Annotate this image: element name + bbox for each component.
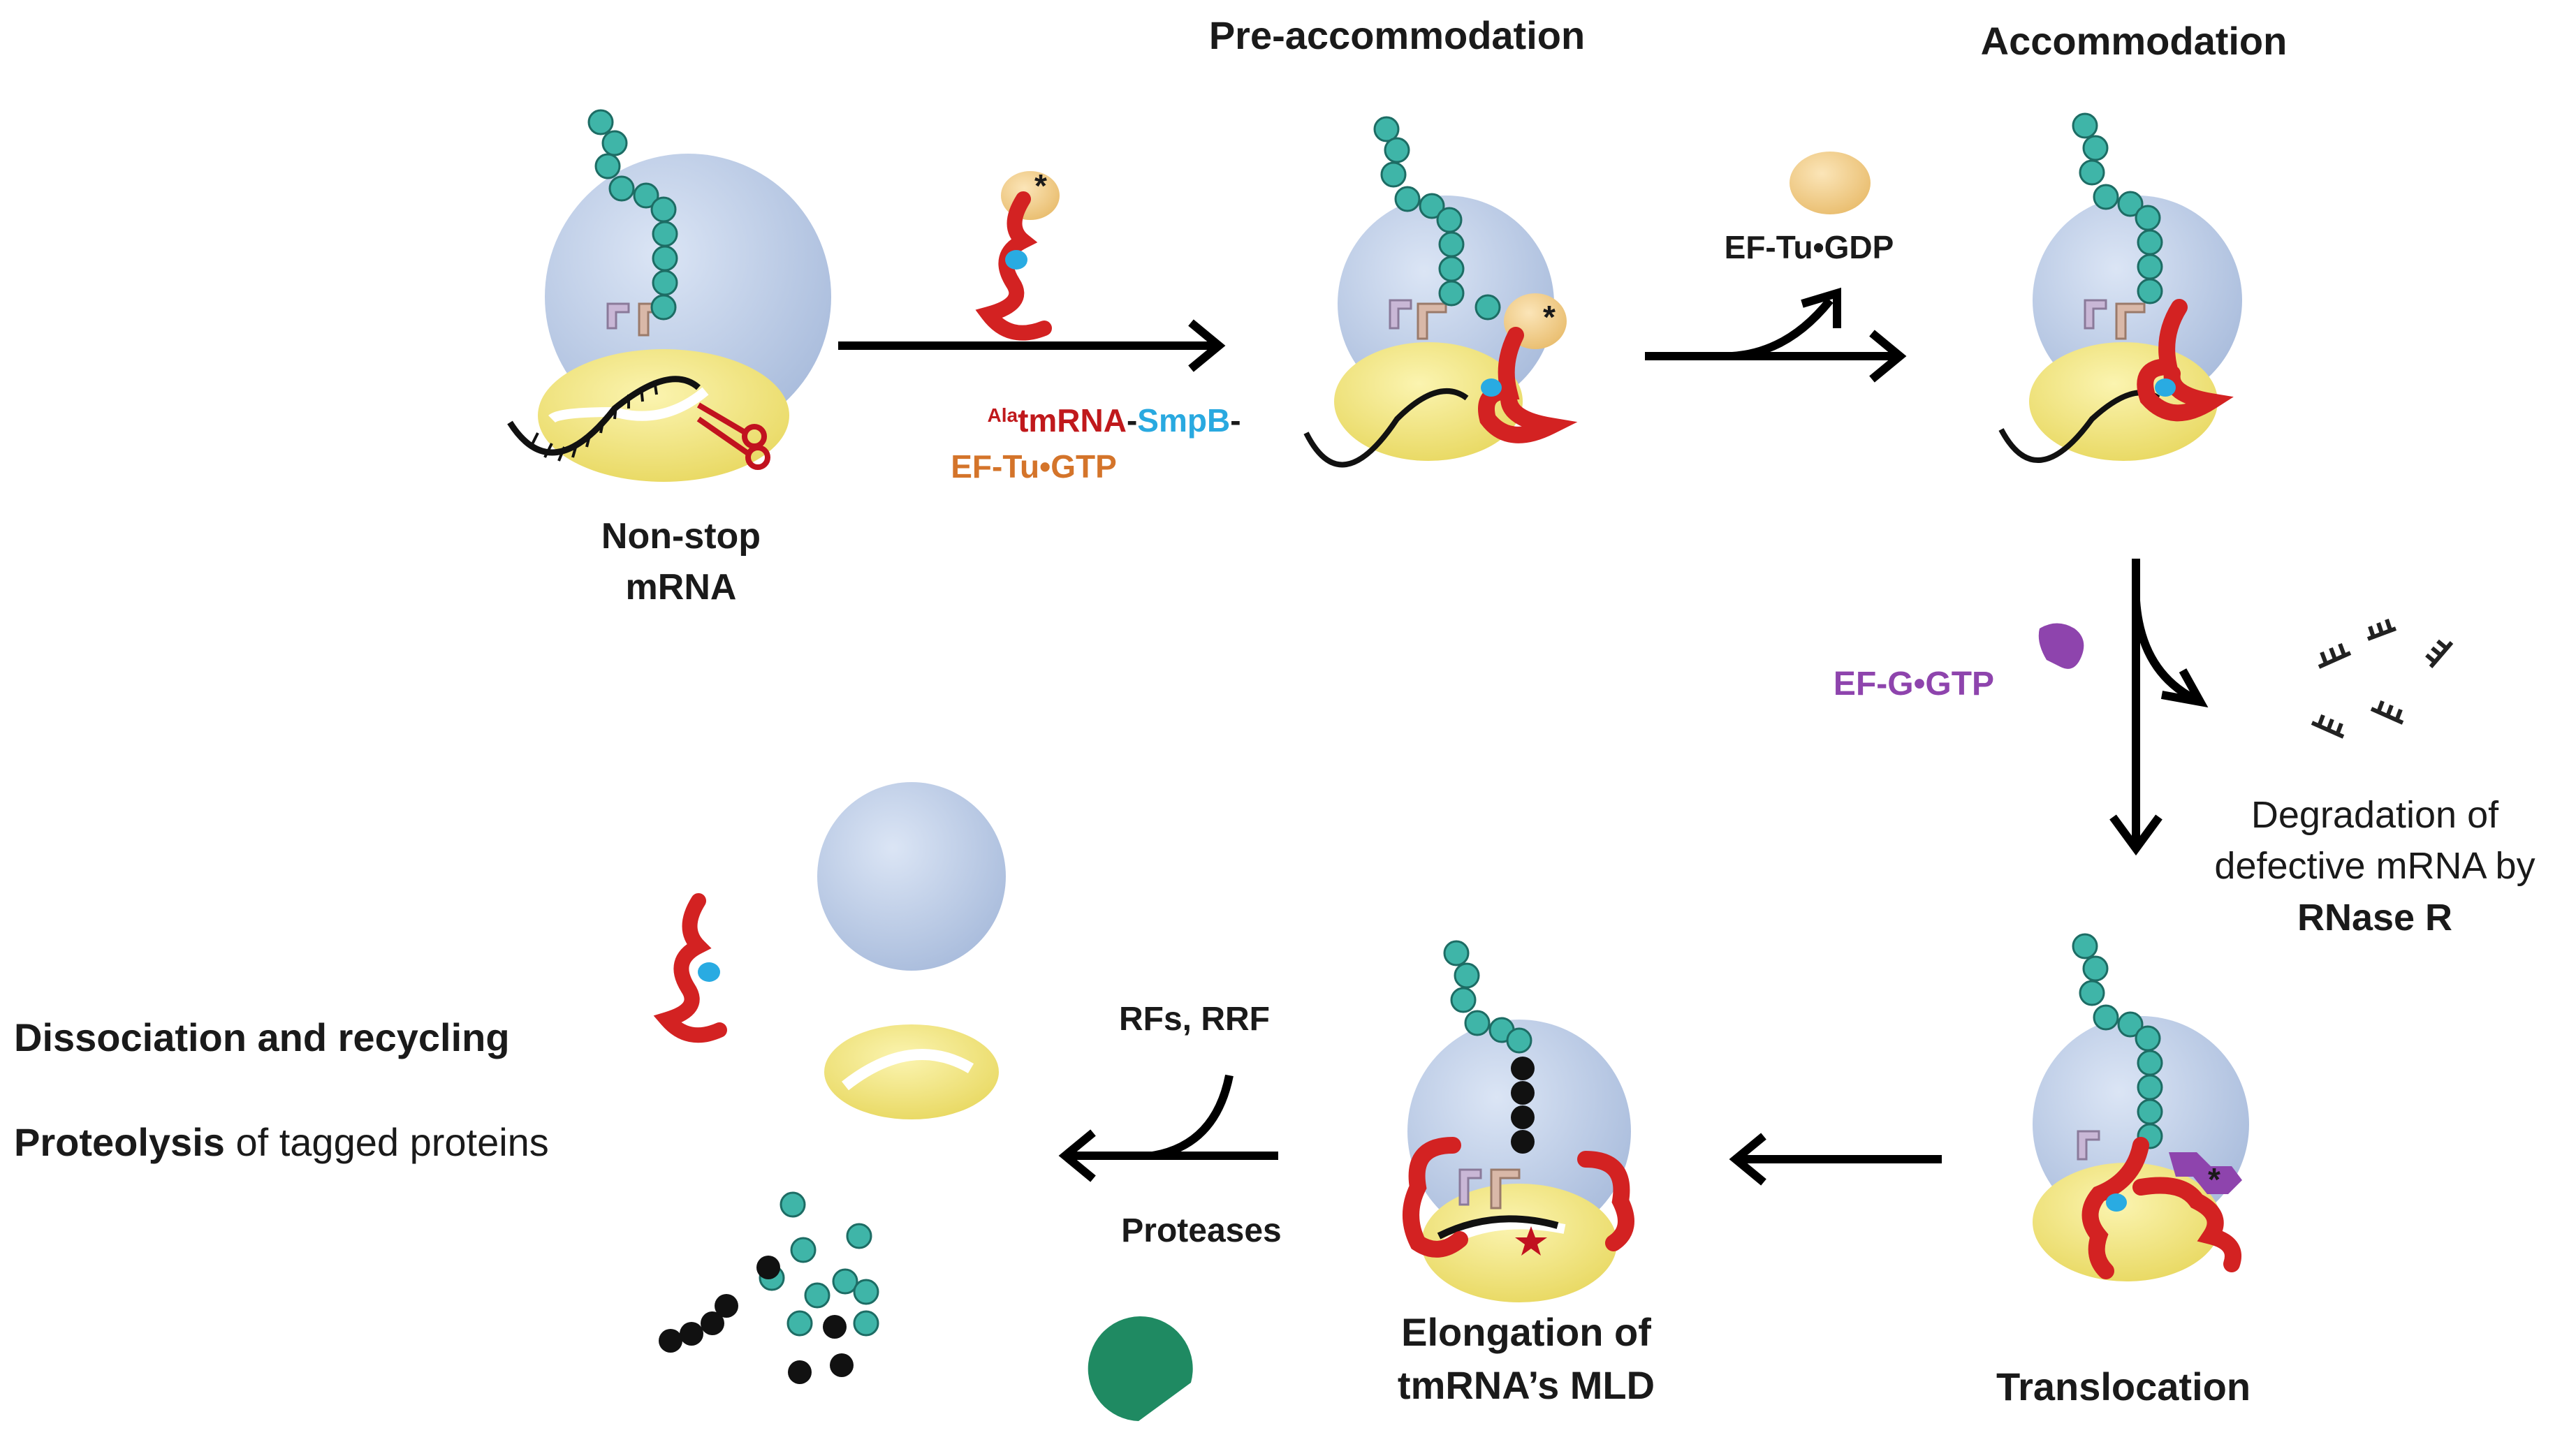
star-icon: [1515, 1226, 1547, 1256]
tmrna-complex-free: *: [975, 168, 1060, 341]
svg-text:*: *: [2208, 1161, 2220, 1198]
eftu-gtp-label: EF-Tu•GTP: [951, 448, 1117, 485]
arrow-branch-eftu: [1732, 297, 1834, 360]
stage-title-translocation: Translocation: [1996, 1365, 2251, 1409]
label-elongation-line2: tmRNA’s MLD: [1398, 1363, 1655, 1407]
free-tmrna-icon: [653, 893, 727, 1043]
stage-title-accommodation: Accommodation: [1981, 19, 2288, 63]
eftu-gdp-label: EF-Tu•GDP: [1725, 229, 1894, 265]
complex-label: AlatmRNA-SmpB-: [987, 402, 1241, 439]
arrow-binding-head: [1188, 319, 1226, 372]
label-rfs-rrf: RFs, RRF: [1119, 1001, 1270, 1038]
label-elongation-line1: Elongation of: [1401, 1310, 1651, 1354]
stage-title-preaccommodation: Pre-accommodation: [1209, 13, 1585, 57]
scissors-icon: [696, 402, 770, 470]
label-nonstop-line1: Non-stop: [601, 516, 761, 557]
tmrna-icon: [975, 191, 1052, 341]
ribosome-accommodation: [1998, 112, 2242, 464]
label-nonstop-line2: mRNA: [626, 567, 737, 608]
protease-icon: [1088, 1316, 1193, 1421]
trna-p-site-icon: [606, 302, 630, 330]
peptide-chain: [587, 109, 678, 321]
ribosome-translocation: *: [2033, 933, 2249, 1281]
svg-text:*: *: [1543, 299, 1556, 335]
ribosome-elongation: [1403, 940, 1634, 1302]
label-proteolysis: Proteolysis of tagged proteins: [14, 1120, 549, 1164]
eftu-gdp-icon: [1790, 152, 1871, 214]
free-large-subunit: [817, 782, 1006, 971]
peptide-fragments: [659, 1191, 879, 1384]
svg-text:*: *: [1034, 168, 1047, 204]
arrow-branch-degradation: [2132, 600, 2195, 703]
dissociated-components: [653, 782, 1006, 1119]
arrow-branch-rfs: [1151, 1074, 1234, 1160]
label-dissociation: Dissociation and recycling: [14, 1015, 510, 1059]
degradation-line1: Degradation of: [2251, 794, 2499, 836]
degradation-line3: RNase R: [2297, 897, 2452, 939]
mrna-channel: [548, 387, 709, 423]
efg-gtp-icon: [2038, 623, 2084, 669]
degradation-line2: defective mRNA by: [2214, 845, 2535, 887]
mrna-ticks: [529, 380, 658, 462]
smpb-icon: [1005, 250, 1027, 270]
efg-bound-icon: [2169, 1152, 2242, 1194]
ribosome-preaccommodation: *: [1303, 116, 1578, 468]
ribosome-nonstop: [507, 109, 831, 482]
efg-gtp-label: EF-G•GTP: [1834, 666, 1994, 703]
mrna-fragments: [2311, 619, 2454, 739]
label-proteases: Proteases: [1121, 1212, 1281, 1249]
tmrna-bound-icon: [1478, 327, 1578, 443]
free-small-subunit: [824, 1024, 999, 1119]
